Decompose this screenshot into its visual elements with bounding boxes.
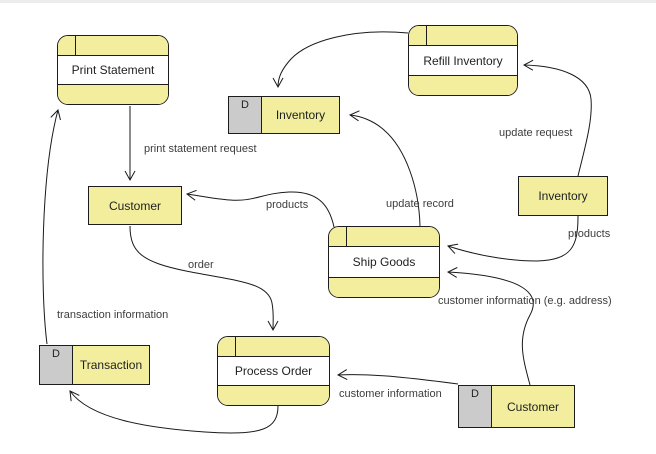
connector-layer <box>42 31 592 434</box>
flow-label-transaction-information: transaction information <box>57 309 169 321</box>
entity-customer[interactable]: Customer <box>88 186 182 225</box>
datastore-label: Inventory <box>275 108 326 122</box>
process-footer-band <box>329 277 439 297</box>
datastore-transaction[interactable]: D Transaction <box>39 345 150 385</box>
process-label: Process Order <box>234 364 313 378</box>
flow-transaction-record[interactable] <box>69 390 279 434</box>
flow-customer-information-address[interactable] <box>446 267 534 386</box>
flow-label-customer-information: customer information <box>339 388 442 400</box>
process-label: Ship Goods <box>352 255 416 269</box>
flow-refill-to-inventory-store[interactable] <box>272 31 409 89</box>
process-header-band <box>409 26 517 46</box>
process-header-band <box>218 337 329 357</box>
flow-customer-information[interactable] <box>336 369 459 385</box>
process-print-statement[interactable]: Print Statement <box>57 35 169 105</box>
process-header-band <box>58 36 168 56</box>
process-label: Refill Inventory <box>423 53 503 68</box>
flow-label-update-record: update record <box>386 198 454 210</box>
process-refill-inventory[interactable]: Refill Inventory <box>408 25 518 96</box>
datastore-tag: D <box>459 386 492 427</box>
process-footer-band <box>218 385 329 405</box>
flow-label-products-to-customer: products <box>266 199 309 211</box>
flow-label-order: order <box>188 259 214 271</box>
entity-label: Customer <box>108 198 161 213</box>
flow-label-print-statement-request: print statement request <box>144 143 257 155</box>
process-ship-goods[interactable]: Ship Goods <box>328 226 440 298</box>
datastore-customer[interactable]: D Customer <box>458 385 575 428</box>
flow-label-products-to-ship-goods: products <box>568 228 611 240</box>
process-header-band <box>329 227 439 247</box>
datastore-tag: D <box>229 97 262 133</box>
flow-update-record[interactable] <box>348 110 421 227</box>
entity-inventory[interactable]: Inventory <box>518 176 608 216</box>
flow-label-update-request: update request <box>499 127 573 139</box>
entity-label: Inventory <box>538 189 588 203</box>
datastore-inventory[interactable]: D Inventory <box>228 96 340 134</box>
process-process-order[interactable]: Process Order <box>217 336 330 406</box>
flow-label-customer-information-address: customer information (e.g. address) <box>438 295 612 307</box>
process-footer-band <box>409 75 517 95</box>
datastore-tag: D <box>40 346 73 384</box>
flow-order[interactable] <box>129 225 279 332</box>
flow-products-to-ship-goods[interactable] <box>447 215 579 262</box>
flow-update-request[interactable] <box>522 59 592 177</box>
process-footer-band <box>58 84 168 104</box>
datastore-label: Transaction <box>79 358 143 372</box>
process-label: Print Statement <box>71 63 155 77</box>
flow-products-to-customer[interactable] <box>185 189 335 228</box>
flow-transaction-information[interactable] <box>42 109 61 345</box>
datastore-label: Customer <box>506 399 559 414</box>
